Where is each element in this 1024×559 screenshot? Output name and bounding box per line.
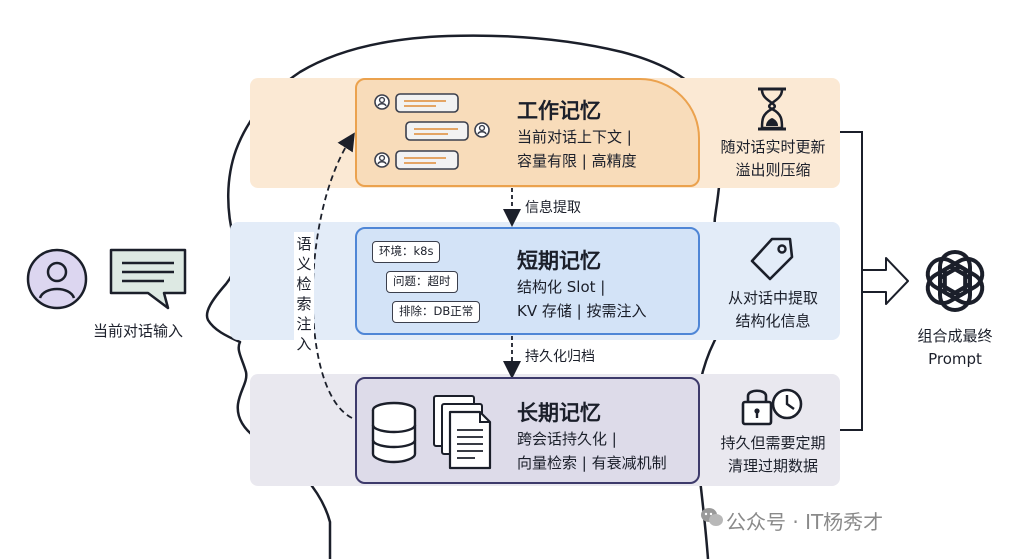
slot-tag: 问题：超时	[386, 271, 458, 293]
semantic-retrieval-arrow	[311, 132, 355, 419]
wechat-icon	[701, 508, 723, 526]
long-term-memory-desc-1: 跨会话持久化 |	[517, 430, 617, 448]
long-term-memory-note-1: 持久但需要定期	[720, 434, 826, 452]
slot-tag: 排除：DB正常	[392, 301, 481, 323]
working-memory-desc-2: 容量有限 | 高精度	[517, 152, 637, 170]
long-term-memory-title: 长期记忆	[517, 401, 601, 425]
database-icon	[371, 401, 417, 464]
working-memory-note-1: 随对话实时更新	[720, 138, 826, 156]
openai-logo-icon	[925, 250, 985, 312]
chat-bubble-icon	[109, 248, 187, 310]
lock-clock-icon	[741, 388, 803, 426]
chat-messages-icon	[374, 93, 490, 170]
working-memory-desc-1: 当前对话上下文 |	[517, 128, 632, 146]
short-term-memory-note-1: 从对话中提取	[727, 289, 818, 307]
transition-label-archive: 持久化归档	[525, 349, 595, 365]
long-term-memory-desc-2: 向量检索 | 有衰减机制	[517, 454, 667, 472]
tag-icon	[750, 237, 794, 281]
hourglass-icon	[758, 87, 786, 131]
watermark: 公众号 · IT杨秀才	[726, 510, 884, 534]
input-label: 当前对话输入	[93, 322, 184, 340]
working-memory-note-2: 溢出则压缩	[735, 161, 811, 179]
slot-tag: 环境：k8s	[372, 241, 441, 263]
output-label-1: 组合成最终	[917, 327, 993, 345]
output-label-2: Prompt	[928, 350, 982, 368]
documents-icon	[433, 395, 492, 470]
working-memory-title: 工作记忆	[517, 99, 601, 123]
output-arrow	[861, 257, 909, 305]
transition-label-extract: 信息提取	[525, 200, 581, 216]
short-term-memory-desc-1: 结构化 Slot |	[517, 278, 606, 296]
long-term-memory-note-2: 清理过期数据	[727, 457, 818, 475]
semantic-retrieval-label: 语义检索注入	[294, 232, 314, 356]
short-term-memory-note-2: 结构化信息	[735, 312, 811, 330]
short-term-memory-title: 短期记忆	[517, 249, 601, 273]
short-term-memory-desc-2: KV 存储 | 按需注入	[517, 302, 647, 320]
user-avatar-icon	[26, 248, 88, 310]
